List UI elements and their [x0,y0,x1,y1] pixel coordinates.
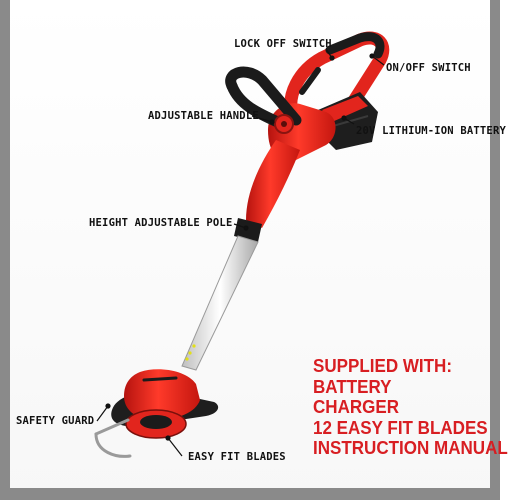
callout-lines [96,48,385,457]
supplied-item-blades: 12 EASY FIT BLADES [313,416,488,438]
left-frame-border [0,0,10,500]
right-frame-border [490,0,500,500]
supplied-item-manual: INSTRUCTION MANUAL [313,437,508,458]
callout-height-adjustable-pole: HEIGHT ADJUSTABLE POLE [89,217,233,229]
callout-lock-off-switch: LOCK OFF SWITCH [234,38,332,50]
adjustable-handle [225,66,302,134]
trimmer-head [94,369,219,458]
bottom-frame-border [0,488,500,500]
telescopic-pole [181,235,259,371]
supplied-item-charger: CHARGER [313,396,400,417]
callout-on-off-switch: ON/OFF SWITCH [386,62,471,74]
callout-adjustable-handle: ADJUSTABLE HANDLE [148,110,259,122]
callout-battery: 20V LITHIUM-ION BATTERY [356,125,506,137]
supplied-item-battery: BATTERY [313,375,392,397]
supplied-with-list: SUPPLIED WITH: BATTERY CHARGER 12 EASY F… [313,355,508,459]
pole-collar [234,218,262,242]
supplied-heading: SUPPLIED WITH: [313,355,453,376]
callout-easy-fit-blades: EASY FIT BLADES [188,451,286,463]
callout-safety-guard: SAFETY GUARD [16,415,95,427]
